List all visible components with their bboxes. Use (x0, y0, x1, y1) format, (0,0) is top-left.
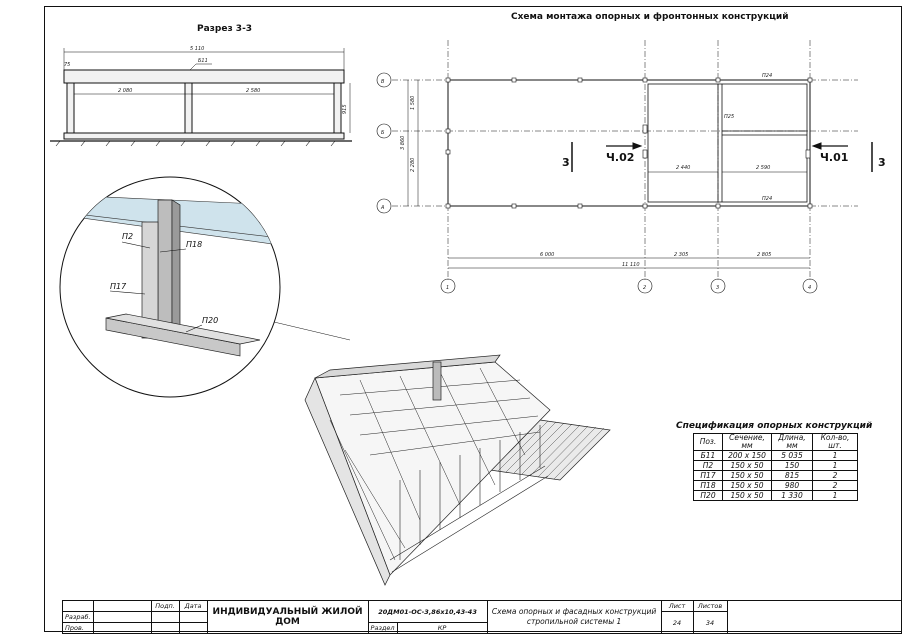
plan-dim-3860: 3 860 (400, 136, 406, 150)
view-mark-ch01: Ч.01 (820, 151, 848, 164)
spec-cell: П17 (693, 470, 723, 481)
stamp-prov: Пров. (62, 622, 94, 634)
stamp-blank (726, 600, 903, 634)
plan-dim-1580: 1 580 (410, 96, 416, 110)
plan-dim-2440: 2 440 (676, 165, 690, 171)
stamp-blank (150, 622, 180, 634)
spec-cell: 5 035 (771, 450, 813, 461)
stamp-blank (92, 600, 152, 612)
axis-label-4: 4 (808, 285, 811, 291)
spec-cell: 150 х 50 (722, 490, 772, 501)
detail-label-p20: П20 (202, 316, 218, 325)
axis-label-a: А (380, 205, 385, 211)
spec-cell: 1 330 (771, 490, 813, 501)
plan-dim-2305: 2 305 (674, 252, 688, 258)
plan-label-p25: П25 (724, 114, 734, 120)
section-right-span-dim: 2 580 (246, 88, 260, 94)
spec-cell: П2 (693, 460, 723, 471)
axis-label-v: В (381, 79, 385, 85)
stamp-object: ИНДИВИДУАЛЬНЫЙ ЖИЛОЙ ДОМ (206, 600, 369, 634)
spec-cell: 1 (812, 450, 858, 461)
spec-cell: 980 (771, 480, 813, 491)
axis-label-3: 3 (716, 285, 719, 291)
support-plan (376, 40, 873, 294)
plan-dim-total: 11 110 (622, 262, 640, 268)
spec-header-section: Сечение, мм (722, 433, 772, 451)
plan-dim-2590: 2 590 (756, 165, 770, 171)
spec-cell: 150 х 50 (722, 480, 772, 491)
stamp-description-line2: стропильной системы 1 (526, 617, 622, 626)
stamp-date: Дата (178, 600, 208, 612)
plan-label-p24-bottom: П24 (762, 196, 772, 202)
plan-dim-6000: 6 000 (540, 252, 554, 258)
axis-label-2: 2 (643, 285, 646, 291)
plan-label-p24-top: П24 (762, 73, 772, 79)
stamp-razdel: КР (396, 622, 488, 634)
section-edge-dim: 75 (64, 62, 70, 68)
spec-cell: 1 (812, 460, 858, 471)
spec-cell: 150 (771, 460, 813, 471)
spec-header-length: Длина, мм (771, 433, 813, 451)
spec-title: Спецификация опорных конструкций (676, 421, 873, 431)
title-block: Подп. Дата ИНДИВИДУАЛЬНЫЙ ЖИЛОЙ ДОМ 20ДМ… (62, 600, 903, 634)
detail-view (59, 176, 351, 398)
spec-cell: 150 х 50 (722, 470, 772, 481)
detail-label-p17: П17 (110, 282, 127, 291)
stamp-blank (92, 622, 152, 634)
spec-cell: 2 (812, 470, 858, 481)
stamp-razrab: Разраб. (62, 611, 94, 623)
section-title: Разрез 3-3 (197, 24, 253, 34)
spec-cell: 2 (812, 480, 858, 491)
spec-cell: 150 х 50 (722, 460, 772, 471)
frame-3d-view (304, 354, 611, 586)
detail-label-p18: П18 (186, 240, 202, 249)
spec-cell: П20 (693, 490, 723, 501)
cut-mark-right: 3 (878, 156, 886, 169)
detail-label-p2: П2 (122, 232, 133, 241)
section-left-span-dim: 2 080 (118, 88, 132, 94)
stamp-lists-label: Листов (692, 600, 728, 612)
stamp-blank (150, 611, 180, 623)
spec-cell: П18 (693, 480, 723, 491)
stamp-list: 24 (660, 611, 694, 634)
plan-title: Схема монтажа опорных и фронтонных конст… (511, 12, 789, 22)
spec-cell: 815 (771, 470, 813, 481)
spec-cell: 200 х 150 (722, 450, 772, 461)
spec-header-pos: Поз. (693, 433, 723, 451)
spec-cell: Б11 (693, 450, 723, 461)
section-height-dim: 915 (342, 104, 348, 114)
stamp-list-label: Лист (660, 600, 694, 612)
spec-table: Поз. Сечение, мм Длина, мм Кол-во, шт. Б… (693, 433, 858, 501)
section-overall-dim: 5 110 (190, 46, 204, 52)
stamp-podp: Подп. (150, 600, 180, 612)
stamp-blank (178, 622, 208, 634)
section-3-3 (50, 48, 352, 147)
stamp-razdel-label: Раздел (367, 622, 398, 634)
stamp-code: 20ДМ01-ОС-3,86х10,43-43 (367, 600, 488, 623)
stamp-blank (92, 611, 152, 623)
stamp-blank (178, 611, 208, 623)
stamp-description-line1: Схема опорных и фасадных конструкций (491, 607, 657, 616)
axis-label-b: Б (381, 130, 385, 136)
plan-dim-2280: 2 280 (410, 158, 416, 172)
cut-mark-left: 3 (562, 156, 570, 169)
plan-dim-2805: 2 805 (757, 252, 771, 258)
section-beam-label: Б11 (198, 58, 208, 64)
spec-header-row: Поз. Сечение, мм Длина, мм Кол-во, шт. (693, 433, 858, 451)
view-mark-ch02: Ч.02 (606, 151, 634, 164)
stamp-lists: 34 (692, 611, 728, 634)
stamp-blank (62, 600, 94, 612)
axis-label-1: 1 (446, 285, 449, 291)
spec-cell: 1 (812, 490, 858, 501)
spec-header-qty: Кол-во, шт. (812, 433, 858, 451)
